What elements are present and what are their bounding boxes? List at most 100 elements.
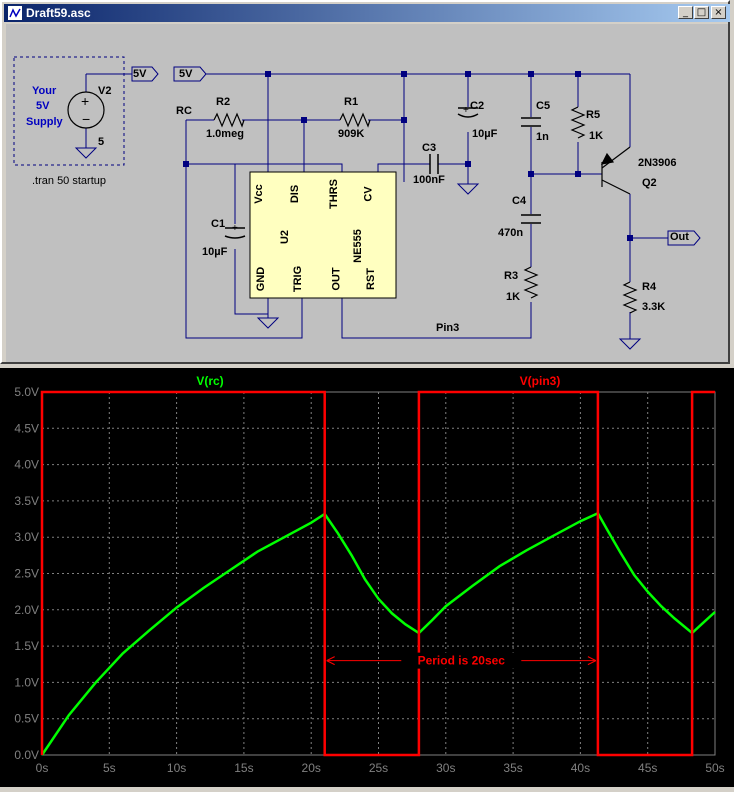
x-tick-label: 0s [36,761,49,775]
c2-name: C2 [470,100,485,112]
net-flag-5v-a [131,66,159,82]
r3-resistor [523,266,539,299]
r5-value: 1K [589,130,604,142]
c2-capacitor [457,107,479,118]
svg-text:+: + [463,105,469,116]
period-label-bg [401,652,522,669]
title-bar[interactable]: Draft59.asc _ □ × [4,4,730,22]
y-tick-label: 3.5V [14,494,39,508]
net-label-5v-a: 5V [133,68,147,80]
v2-value: 5 [98,136,105,148]
x-tick-label: 45s [638,761,657,775]
r2-resistor [213,112,245,128]
r5-name: R5 [586,109,601,121]
ic-pin-gnd: GND [255,266,268,292]
r1-name: R1 [344,96,359,108]
r4-name: R4 [642,281,657,293]
ic-pin-out: OUT [330,267,343,291]
c1-name: C1 [211,218,226,230]
period-arrow-right [587,656,597,666]
r4-value: 3.3K [642,301,666,313]
trace-label-vpin3: V(pin3) [520,374,561,388]
schematic-canvas[interactable]: + + + − [6,24,728,362]
period-annotation: Period is 20sec [418,654,506,668]
x-tick-label: 50s [705,761,724,775]
x-tick-label: 30s [436,761,455,775]
y-tick-label: 4.5V [14,421,39,435]
r1-value: 909K [338,128,365,140]
x-tick-label: 5s [103,761,116,775]
x-tick-label: 15s [234,761,253,775]
ne555-ic-body [249,171,397,299]
y-tick-label: 0.5V [14,712,39,726]
x-tick-label: 35s [503,761,522,775]
ic-pin-dis: DIS [289,184,302,204]
period-arrow-left [326,656,335,666]
series-line-vrc [40,511,716,756]
ic-pin-cv: CV [362,186,375,202]
q2-model: 2N3906 [638,157,677,169]
c2-value: 10µF [472,128,498,140]
y-tick-label: 1.5V [14,639,39,653]
maximize-button[interactable]: □ [694,6,709,19]
v2-source-symbol [67,91,105,129]
ic-pin-vcc: Vcc [252,184,265,204]
r2-name: R2 [216,96,231,108]
trace-label-vrc: V(rc) [196,374,223,388]
c3-name: C3 [422,142,437,154]
c5-capacitor [521,117,541,127]
r3-name: R3 [504,270,519,282]
svg-text:−: − [82,111,90,127]
y-tick-label: 2.5V [14,567,39,581]
r3-value: 1K [506,291,521,303]
supply-label-line2: 5V [36,100,50,112]
c3-capacitor [429,154,439,174]
y-tick-label: 0.0V [14,748,39,762]
tran-directive[interactable]: .tran 50 startup [32,175,106,187]
ic-pin-thrs: THRS [327,179,340,209]
window-title: Draft59.asc [26,6,91,20]
net-label-out: Out [670,231,689,243]
minimize-button[interactable]: _ [678,6,693,19]
r2-value: 1.0meg [206,128,244,140]
supply-label-line3: Supply [26,116,63,128]
c5-value: 1n [536,131,549,143]
waveform-plot[interactable]: 0s 5s 10s 15s 20s 25s 30s 35s 40s 45s 50s 0.0V 0.5V 1… [0,368,734,787]
q2-transistor [600,146,631,195]
x-tick-label: 20s [302,761,321,775]
net-flag-5v-b [173,66,207,82]
net-label-rc: RC [176,105,192,117]
c4-name: C4 [512,195,527,207]
y-tick-label: 1.0V [14,675,39,689]
net-label-pin3: Pin3 [436,322,460,334]
series-line-vpin3 [40,390,715,757]
y-tick-label: 3.0V [14,530,39,544]
net-flag-out [667,230,701,246]
q2-name: Q2 [642,177,657,189]
net-label-5v-b: 5V [179,68,193,80]
schematic-drawing: + + + − [13,56,701,350]
ic-pin-trig: TRIG [292,265,305,293]
close-button[interactable]: × [711,6,726,19]
x-tick-label: 25s [369,761,388,775]
svg-text:+: + [81,93,89,109]
ic-part: NE555 [351,229,364,263]
c4-value: 470n [498,227,524,239]
svg-text:+: + [232,223,238,234]
r4-resistor [622,281,638,314]
schematic-window: Draft59.asc _ □ × [0,0,730,364]
y-tick-label: 2.0V [14,603,39,617]
c1-value: 10µF [202,246,228,258]
r5-resistor [570,106,586,139]
ic-name: U2 [279,229,292,245]
y-tick-label: 5.0V [14,385,39,399]
ltspice-app-icon [8,6,22,20]
supply-dashed-box [13,56,125,166]
v2-name: V2 [98,85,112,97]
supply-label-line1: Your [32,85,57,97]
waveform-viewer[interactable]: 0s 5s 10s 15s 20s 25s 30s 35s 40s 45s 50s 0.0V 0.5V 1… [0,368,734,787]
x-tick-label: 10s [167,761,186,775]
ic-pin-rst: RST [365,268,377,290]
x-tick-label: 40s [571,761,590,775]
c1-capacitor [224,227,246,239]
